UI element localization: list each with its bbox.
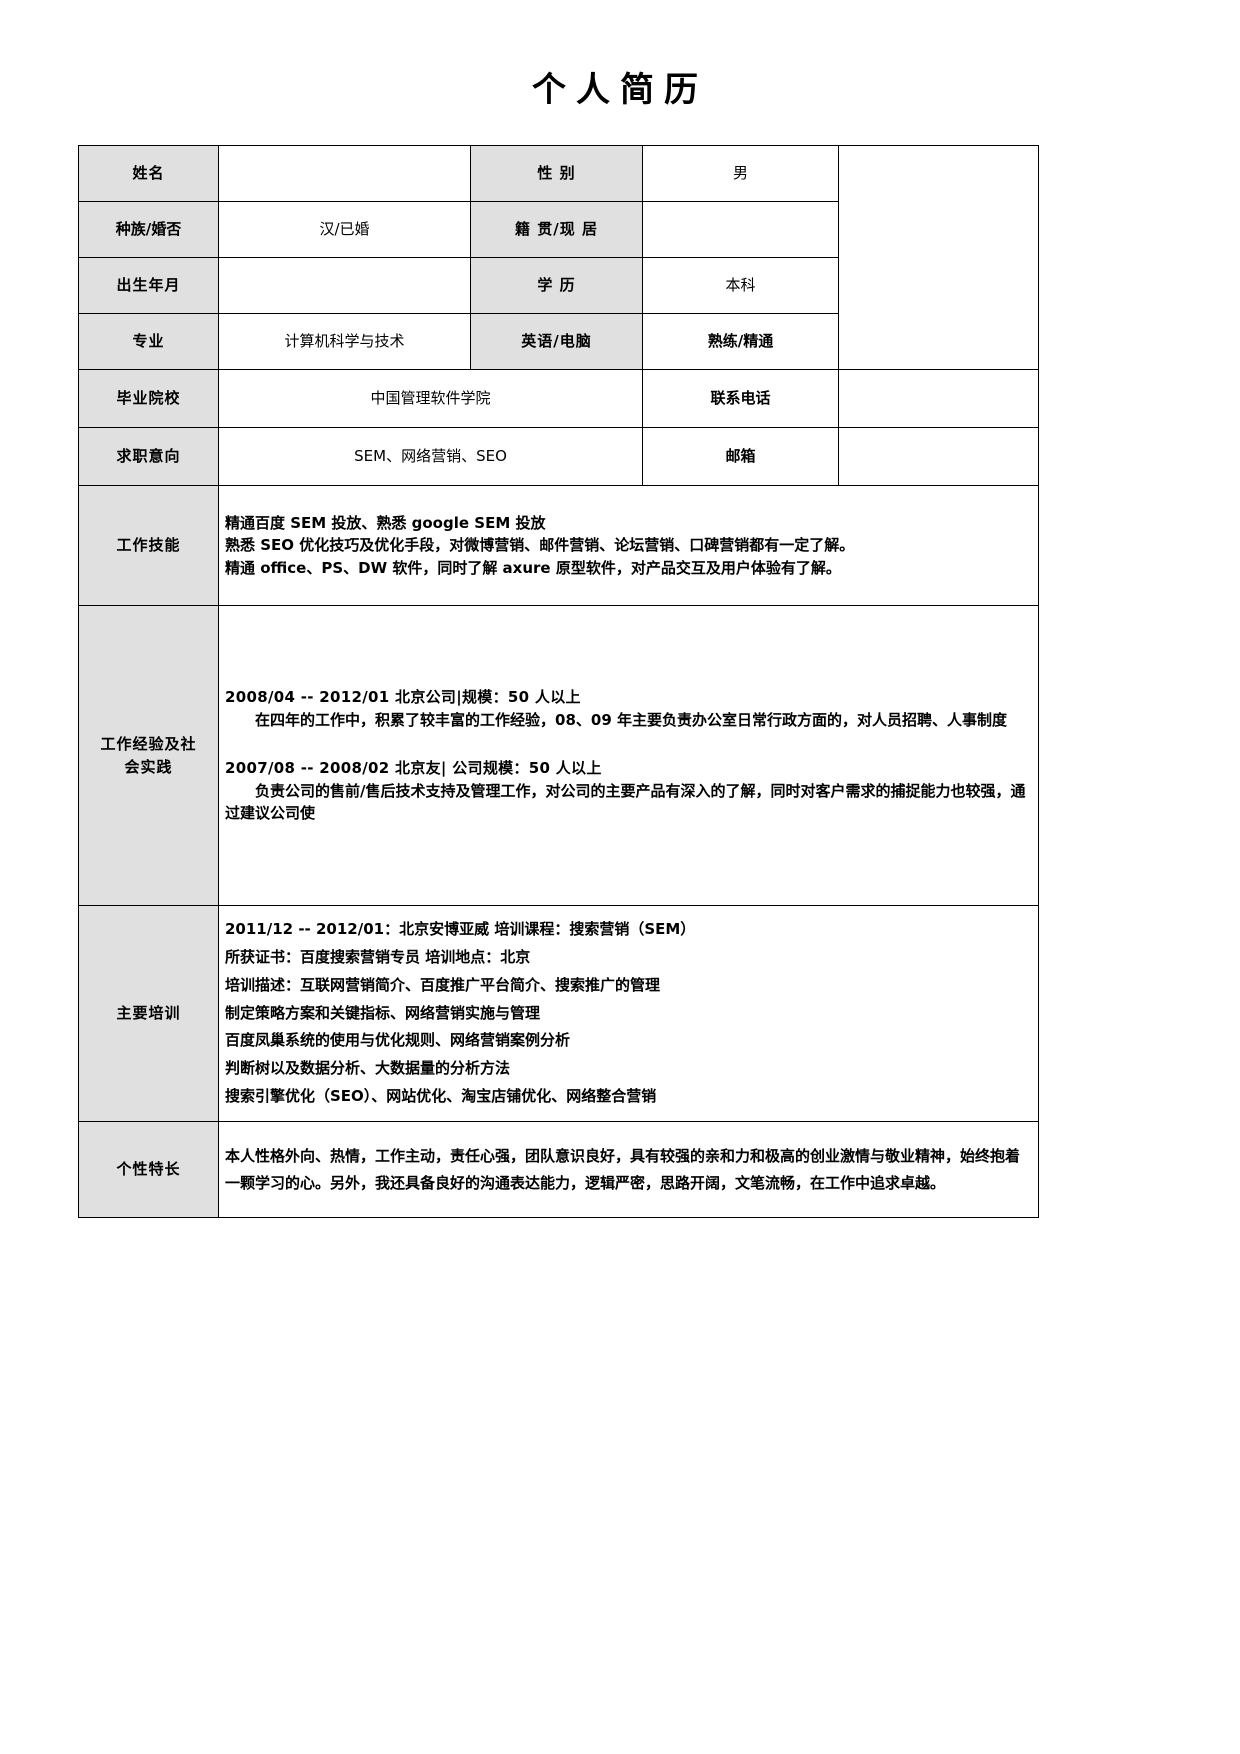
value-phone[interactable] <box>838 369 1039 428</box>
value-english-computer[interactable]: 熟练/精通 <box>642 313 839 370</box>
table-row-personality: 个性特长 本人性格外向、热情，工作主动，责任心强，团队意识良好，具有较强的亲和力… <box>78 1121 1039 1218</box>
value-experience: 2008/04 -- 2012/01 北京公司|规模：50 人以上 在四年的工作… <box>218 605 1039 906</box>
label-skills: 工作技能 <box>78 485 219 606</box>
table-row-major: 专业 计算机科学与技术 英语/电脑 熟练/精通 <box>78 313 1039 370</box>
table-row-training: 主要培训 2011/12 -- 2012/01：北京安博亚威 培训课程：搜索营销… <box>78 905 1039 1122</box>
label-email: 邮箱 <box>642 427 839 486</box>
training-line-1: 2011/12 -- 2012/01：北京安博亚威 培训课程：搜索营销（SEM） <box>225 919 696 938</box>
experience-spacer <box>225 731 1032 757</box>
job-1-body: 在四年的工作中，积累了较丰富的工作经验，08、09 年主要负责办公室日常行政方面… <box>255 710 1007 729</box>
value-education[interactable]: 本科 <box>642 257 839 314</box>
skills-line-2: 熟悉 SEO 优化技巧及优化手段，对微博营销、邮件营销、论坛营销、口碑营销都有一… <box>225 536 855 555</box>
value-personality: 本人性格外向、热情，工作主动，责任心强，团队意识良好，具有较强的亲和力和极高的创… <box>218 1121 1039 1218</box>
table-row-objective: 求职意向 SEM、网络营销、SEO 邮箱 <box>78 427 1039 486</box>
label-gender: 性 别 <box>470 145 643 202</box>
label-ethnicity-marriage: 种族/婚否 <box>78 201 219 258</box>
label-origin-residence: 籍 贯/现 居 <box>470 201 643 258</box>
photo-placeholder[interactable] <box>838 145 1039 370</box>
label-name: 姓名 <box>78 145 219 202</box>
skills-line-1: 精通百度 SEM 投放、熟悉 google SEM 投放 <box>225 513 546 532</box>
training-line-2: 所获证书：百度搜索营销专员 培训地点：北京 <box>225 947 531 966</box>
value-school[interactable]: 中国管理软件学院 <box>218 369 643 428</box>
training-line-6: 判断树以及数据分析、大数据量的分析方法 <box>225 1059 511 1078</box>
value-birth[interactable] <box>218 257 471 314</box>
label-training: 主要培训 <box>78 905 219 1122</box>
page-title: 个人简历 <box>532 70 708 110</box>
skills-line-3: 精通 office、PS、DW 软件，同时了解 axure 原型软件，对产品交互… <box>225 558 841 577</box>
job-2-header: 2007/08 -- 2008/02 北京友| 公司规模：50 人以上 <box>225 759 602 778</box>
value-objective[interactable]: SEM、网络营销、SEO <box>218 427 643 486</box>
value-ethnicity-marriage[interactable]: 汉/已婚 <box>218 201 471 258</box>
table-row-name: 姓名 性 别 男 <box>78 145 1039 370</box>
label-education: 学 历 <box>470 257 643 314</box>
training-line-7: 搜索引擎优化（SEO）、网站优化、淘宝店铺优化、网络整合营销 <box>225 1087 657 1106</box>
label-phone: 联系电话 <box>642 369 839 428</box>
job-2-body: 负责公司的售前/售后技术支持及管理工作，对公司的主要产品有深入的了解，同时对客户… <box>225 781 1026 823</box>
resume-table: 姓名 性 别 男 种族/婚否 汉/已婚 籍 贯/现 居 出生年月 学 历 本科 <box>78 145 1039 1218</box>
value-name[interactable] <box>218 145 471 202</box>
training-line-5: 百度凤巢系统的使用与优化规则、网络营销案例分析 <box>225 1031 571 1050</box>
label-experience-line-2: 会实践 <box>124 757 173 776</box>
value-training: 2011/12 -- 2012/01：北京安博亚威 培训课程：搜索营销（SEM）… <box>218 905 1039 1122</box>
training-line-3: 培训描述：互联网营销简介、百度推广平台简介、搜索推广的管理 <box>225 975 661 994</box>
value-gender[interactable]: 男 <box>642 145 839 202</box>
table-row-school: 毕业院校 中国管理软件学院 联系电话 <box>78 369 1039 428</box>
value-skills: 精通百度 SEM 投放、熟悉 google SEM 投放 熟悉 SEO 优化技巧… <box>218 485 1039 606</box>
label-experience: 工作经验及社 会实践 <box>78 605 219 906</box>
table-row-experience: 工作经验及社 会实践 2008/04 -- 2012/01 北京公司|规模：50… <box>78 605 1039 906</box>
table-row-skills: 工作技能 精通百度 SEM 投放、熟悉 google SEM 投放 熟悉 SEO… <box>78 485 1039 606</box>
label-objective: 求职意向 <box>78 427 219 486</box>
label-personality: 个性特长 <box>78 1121 219 1218</box>
value-major[interactable]: 计算机科学与技术 <box>218 313 471 370</box>
value-origin-residence[interactable] <box>642 201 839 258</box>
label-school: 毕业院校 <box>78 369 219 428</box>
label-english-computer: 英语/电脑 <box>470 313 643 370</box>
table-row-birth: 出生年月 学 历 本科 <box>78 257 1039 314</box>
job-1-header: 2008/04 -- 2012/01 北京公司|规模：50 人以上 <box>225 688 581 707</box>
label-experience-line-1: 工作经验及社 <box>100 735 197 753</box>
training-line-4: 制定策略方案和关键指标、网络营销实施与管理 <box>225 1003 541 1022</box>
table-row-ethnicity: 种族/婚否 汉/已婚 籍 贯/现 居 <box>78 201 1039 258</box>
label-birth: 出生年月 <box>78 257 219 314</box>
label-major: 专业 <box>78 313 219 370</box>
value-email[interactable] <box>838 427 1039 486</box>
